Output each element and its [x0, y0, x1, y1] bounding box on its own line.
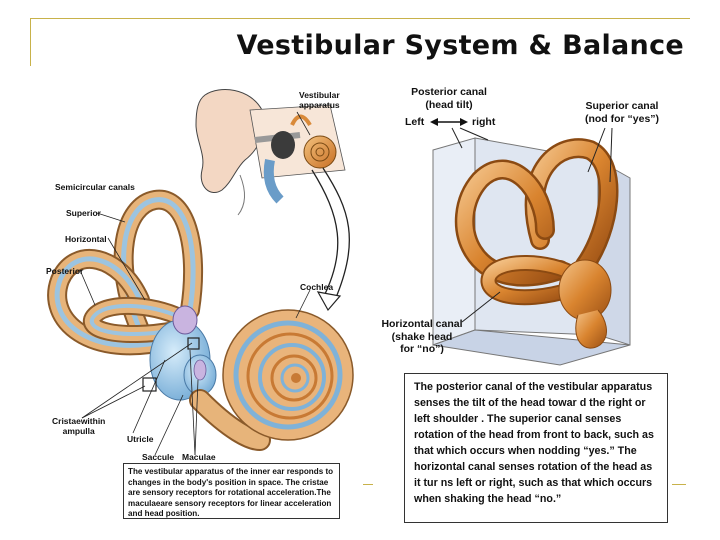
label-maculae: Maculae: [182, 452, 216, 462]
label-semicircular-canals: Semicircular canals: [55, 182, 135, 192]
label-horizontal-canal: Horizontal canal (shake head for “no”): [381, 318, 463, 356]
left-caption: The vestibular apparatus of the inner ea…: [123, 463, 340, 519]
label-cochlea: Cochlea: [300, 282, 334, 292]
right-caption: The posterior canal of the vestibular ap…: [404, 373, 668, 523]
frame-left-line: [30, 18, 31, 66]
label-cristae: Cristaewithin ampulla: [52, 416, 106, 437]
page-title: Vestibular System & Balance: [236, 30, 684, 61]
right-leader-lines: [451, 127, 613, 323]
label-horizontal: Horizontal: [65, 234, 107, 244]
footer-tick-right: [672, 484, 686, 485]
canal-orientation-illustration: [432, 137, 631, 366]
label-left: Left: [405, 116, 425, 128]
label-right: right: [472, 116, 496, 128]
semicircular-canals: [47, 189, 204, 356]
ear-inset: [195, 89, 346, 216]
label-saccule: Saccule: [142, 452, 175, 462]
footer-tick-left: [363, 484, 373, 485]
label-utricle: Utricle: [127, 434, 154, 444]
label-vestibular-apparatus: Vestibular apparatus: [299, 90, 340, 111]
label-posterior: Posterior: [46, 266, 84, 276]
left-leader-lines: [79, 111, 311, 456]
label-superior-canal: Superior canal (nod for “yes”): [584, 100, 660, 125]
left-right-arrow-icon: [430, 118, 468, 126]
label-superior: Superior: [66, 208, 101, 218]
cochlea: [189, 309, 354, 451]
frame-top-line: [30, 18, 690, 19]
label-posterior-canal: Posterior canal (head tilt): [411, 86, 487, 111]
